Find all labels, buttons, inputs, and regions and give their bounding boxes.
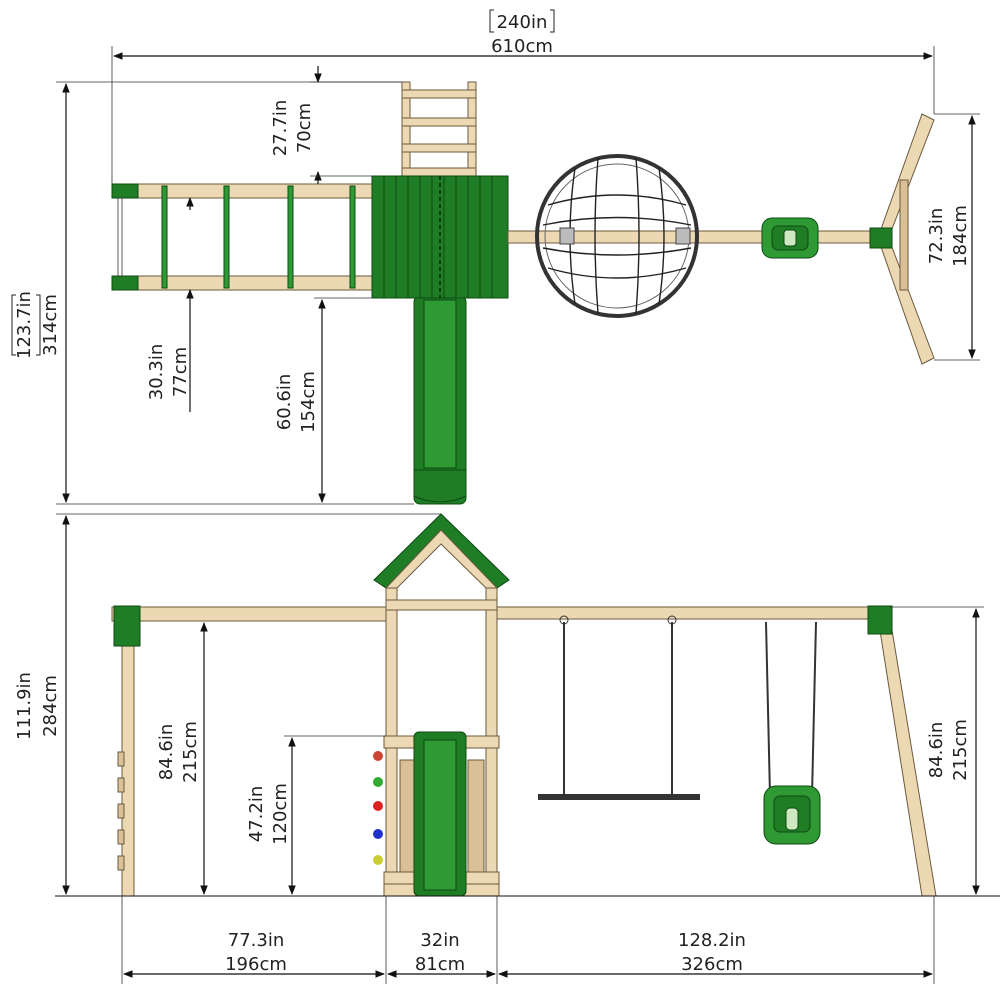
a-frame-width-cm: 184cm xyxy=(950,205,971,267)
monkey-bar-span-in: 77.3in xyxy=(228,930,285,951)
ladder-length-in: 27.7in xyxy=(270,100,291,157)
top-slide xyxy=(413,295,467,505)
monkey-bar-width-in: 30.3in xyxy=(146,344,167,401)
total-depth-in: 123.7in xyxy=(14,291,35,359)
top-nest-swing xyxy=(535,154,699,318)
total-width-cm: 610cm xyxy=(491,36,553,57)
tower-width-in: 32in xyxy=(420,930,459,951)
side-baby-swing xyxy=(763,621,821,845)
swing-beam-height-in: 84.6in xyxy=(926,722,947,779)
dimension-lines xyxy=(56,46,984,984)
total-height-cm: 284cm xyxy=(40,675,61,737)
swing-span-in: 128.2in xyxy=(678,930,746,951)
slide-projection-cm: 154cm xyxy=(298,371,319,433)
top-platform xyxy=(371,175,509,299)
top-monkey-bars xyxy=(111,183,375,291)
total-width-in: 240in xyxy=(497,12,548,33)
ladder-length-cm: 70cm xyxy=(294,103,315,153)
top-ladder xyxy=(401,81,477,179)
swing-span-cm: 326cm xyxy=(681,954,743,975)
top-baby-seat xyxy=(761,217,819,259)
tower-width-cm: 81cm xyxy=(415,954,465,975)
side-slide xyxy=(413,731,467,897)
monkey-bar-height-in: 84.6in xyxy=(156,724,177,781)
side-swing-beam xyxy=(496,605,937,897)
top-a-frame xyxy=(869,113,935,365)
a-frame-width-in: 72.3in xyxy=(926,208,947,265)
dimension-labels: 240in 610cm 123.7in 314cm 27.7in 70cm 30… xyxy=(11,9,971,975)
side-belt-swing xyxy=(538,615,700,800)
slide-projection-in: 60.6in xyxy=(274,374,295,431)
platform-height-cm: 120cm xyxy=(270,783,291,845)
swing-beam-height-cm: 215cm xyxy=(950,719,971,781)
total-height-in: 111.9in xyxy=(14,672,35,740)
side-monkey-bars xyxy=(111,605,391,897)
top-view xyxy=(111,81,935,505)
total-depth-cm: 314cm xyxy=(40,294,61,356)
monkey-bar-width-cm: 77cm xyxy=(170,347,191,397)
side-view xyxy=(55,513,1000,897)
platform-height-in: 47.2in xyxy=(246,786,267,843)
monkey-bar-height-cm: 215cm xyxy=(180,721,201,783)
monkey-bar-span-cm: 196cm xyxy=(225,954,287,975)
